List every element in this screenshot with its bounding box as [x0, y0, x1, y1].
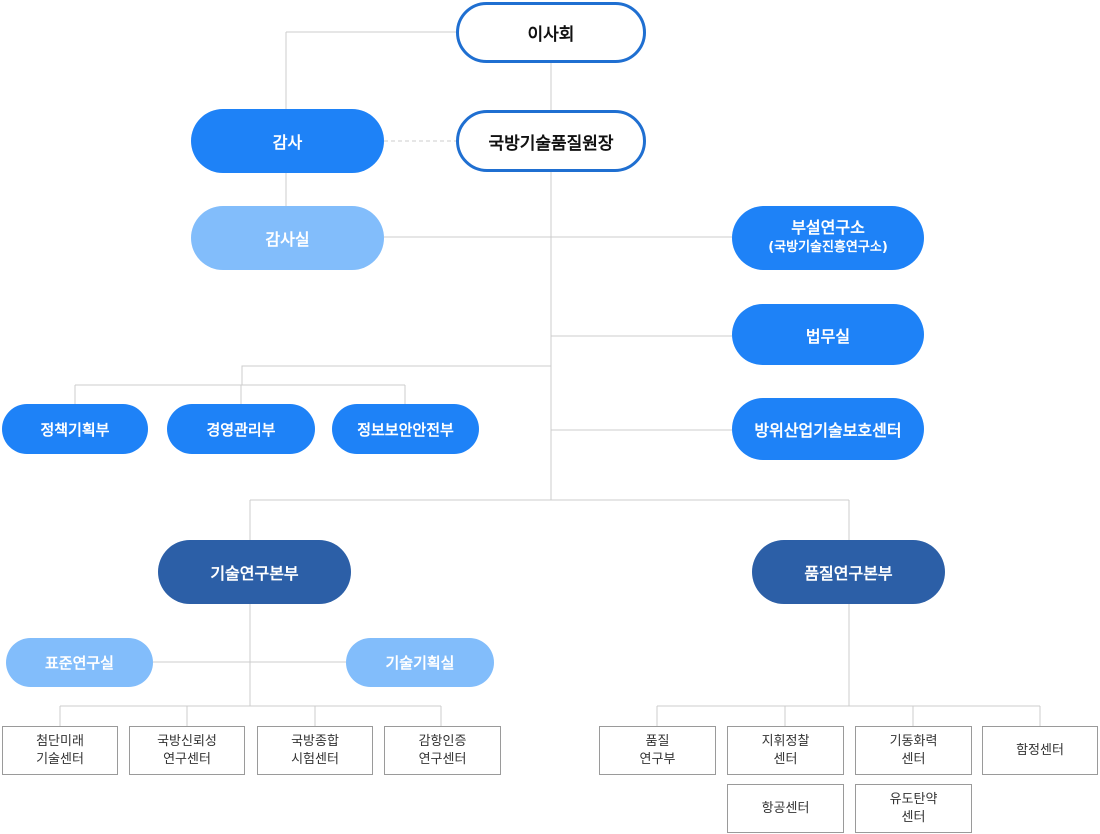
tech-center-box: 첨단미래 기술센터 — [2, 726, 118, 775]
tech-center-box: 국방신뢰성 연구센터 — [129, 726, 245, 775]
quality-center-box: 함정센터 — [982, 726, 1098, 775]
research-institute-subtitle: (국방기술진흥연구소) — [768, 240, 888, 255]
tech-planning-node: 기술기획실 — [346, 638, 494, 687]
policy-planning-node: 정책기획부 — [2, 404, 148, 454]
tech-research-hq-node: 기술연구본부 — [158, 540, 351, 604]
research-institute-node: 부설연구소 (국방기술진흥연구소) — [732, 206, 924, 270]
defense-tech-protection-center-node: 방위산업기술보호센터 — [732, 398, 924, 460]
audit-office-node: 감사실 — [191, 206, 384, 270]
quality-center-box: 유도탄약 센터 — [855, 784, 972, 833]
quality-center-box: 항공센터 — [727, 784, 844, 833]
president-node: 국방기술품질원장 — [456, 110, 646, 172]
board-node: 이사회 — [456, 2, 646, 63]
quality-center-box: 지휘정찰 센터 — [727, 726, 844, 775]
quality-research-hq-node: 품질연구본부 — [752, 540, 945, 604]
management-node: 경영관리부 — [167, 404, 315, 454]
audit-node: 감사 — [191, 109, 384, 173]
info-security-node: 정보보안안전부 — [332, 404, 479, 454]
tech-center-box: 감항인증 연구센터 — [384, 726, 501, 775]
standards-lab-node: 표준연구실 — [6, 638, 153, 687]
tech-center-box: 국방종합 시험센터 — [257, 726, 373, 775]
legal-office-node: 법무실 — [732, 304, 924, 365]
research-institute-title: 부설연구소 — [791, 218, 865, 237]
quality-center-box: 기동화력 센터 — [855, 726, 972, 775]
quality-center-box: 품질 연구부 — [599, 726, 716, 775]
